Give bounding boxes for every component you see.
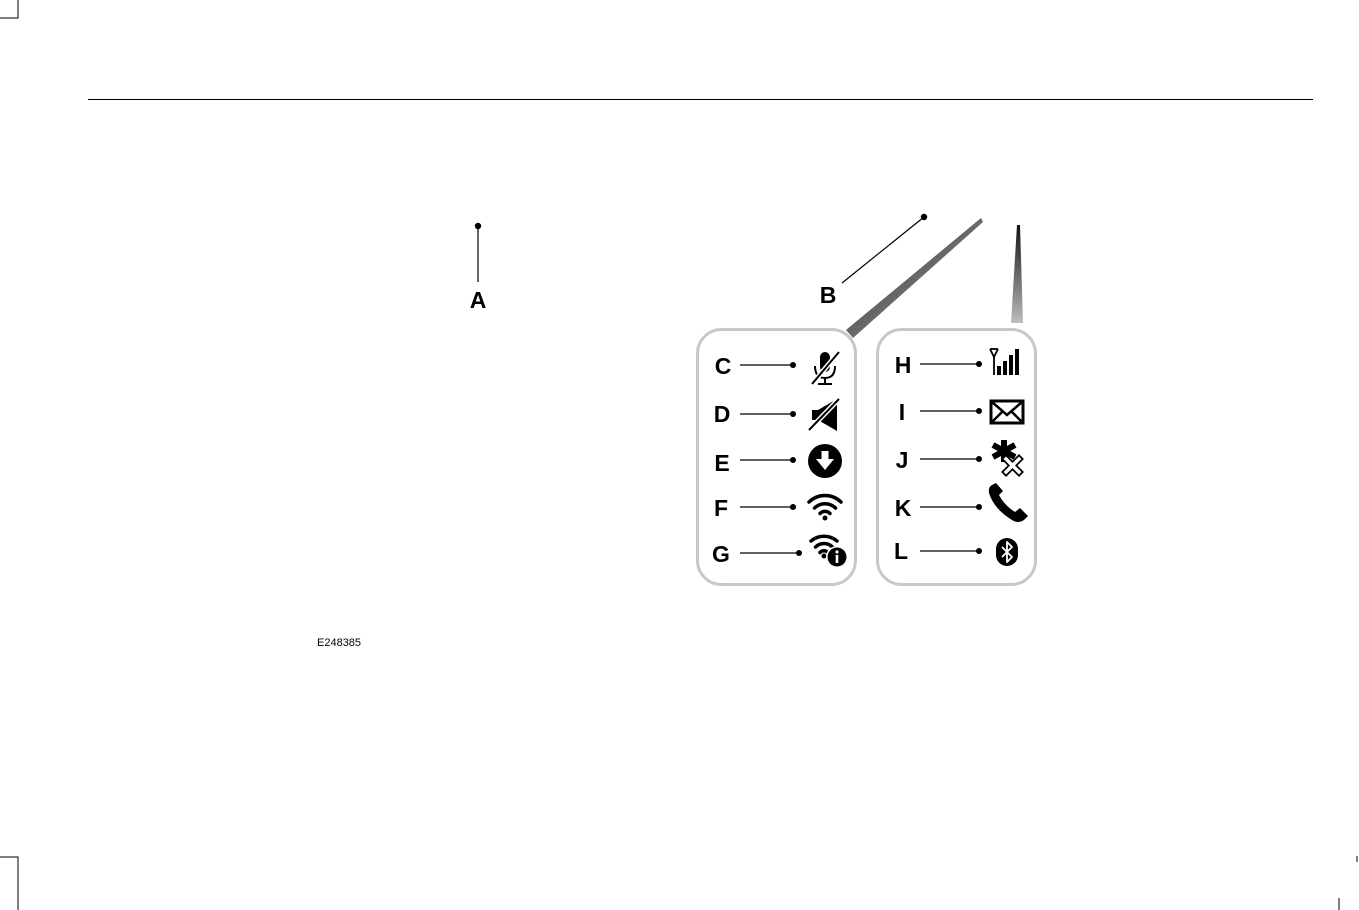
callout-a: A: [470, 223, 487, 313]
zoom-beam-right: [1011, 225, 1023, 323]
zoom-beam-left: [846, 218, 983, 338]
label-g: G: [712, 541, 730, 567]
label-k: K: [895, 495, 912, 521]
label-d: D: [714, 401, 731, 427]
figure-code: E248385: [317, 637, 361, 649]
callout-b: B: [820, 214, 928, 308]
label-l: L: [894, 538, 908, 564]
label-c: C: [715, 353, 732, 379]
label-j: J: [896, 447, 909, 473]
label-f: F: [714, 495, 728, 521]
label-i: I: [899, 399, 905, 425]
label-a: A: [470, 287, 487, 313]
download-icon: [808, 444, 842, 478]
bluetooth-icon: [996, 538, 1018, 566]
label-h: H: [895, 352, 912, 378]
label-e: E: [714, 450, 729, 476]
label-b: B: [820, 282, 837, 308]
